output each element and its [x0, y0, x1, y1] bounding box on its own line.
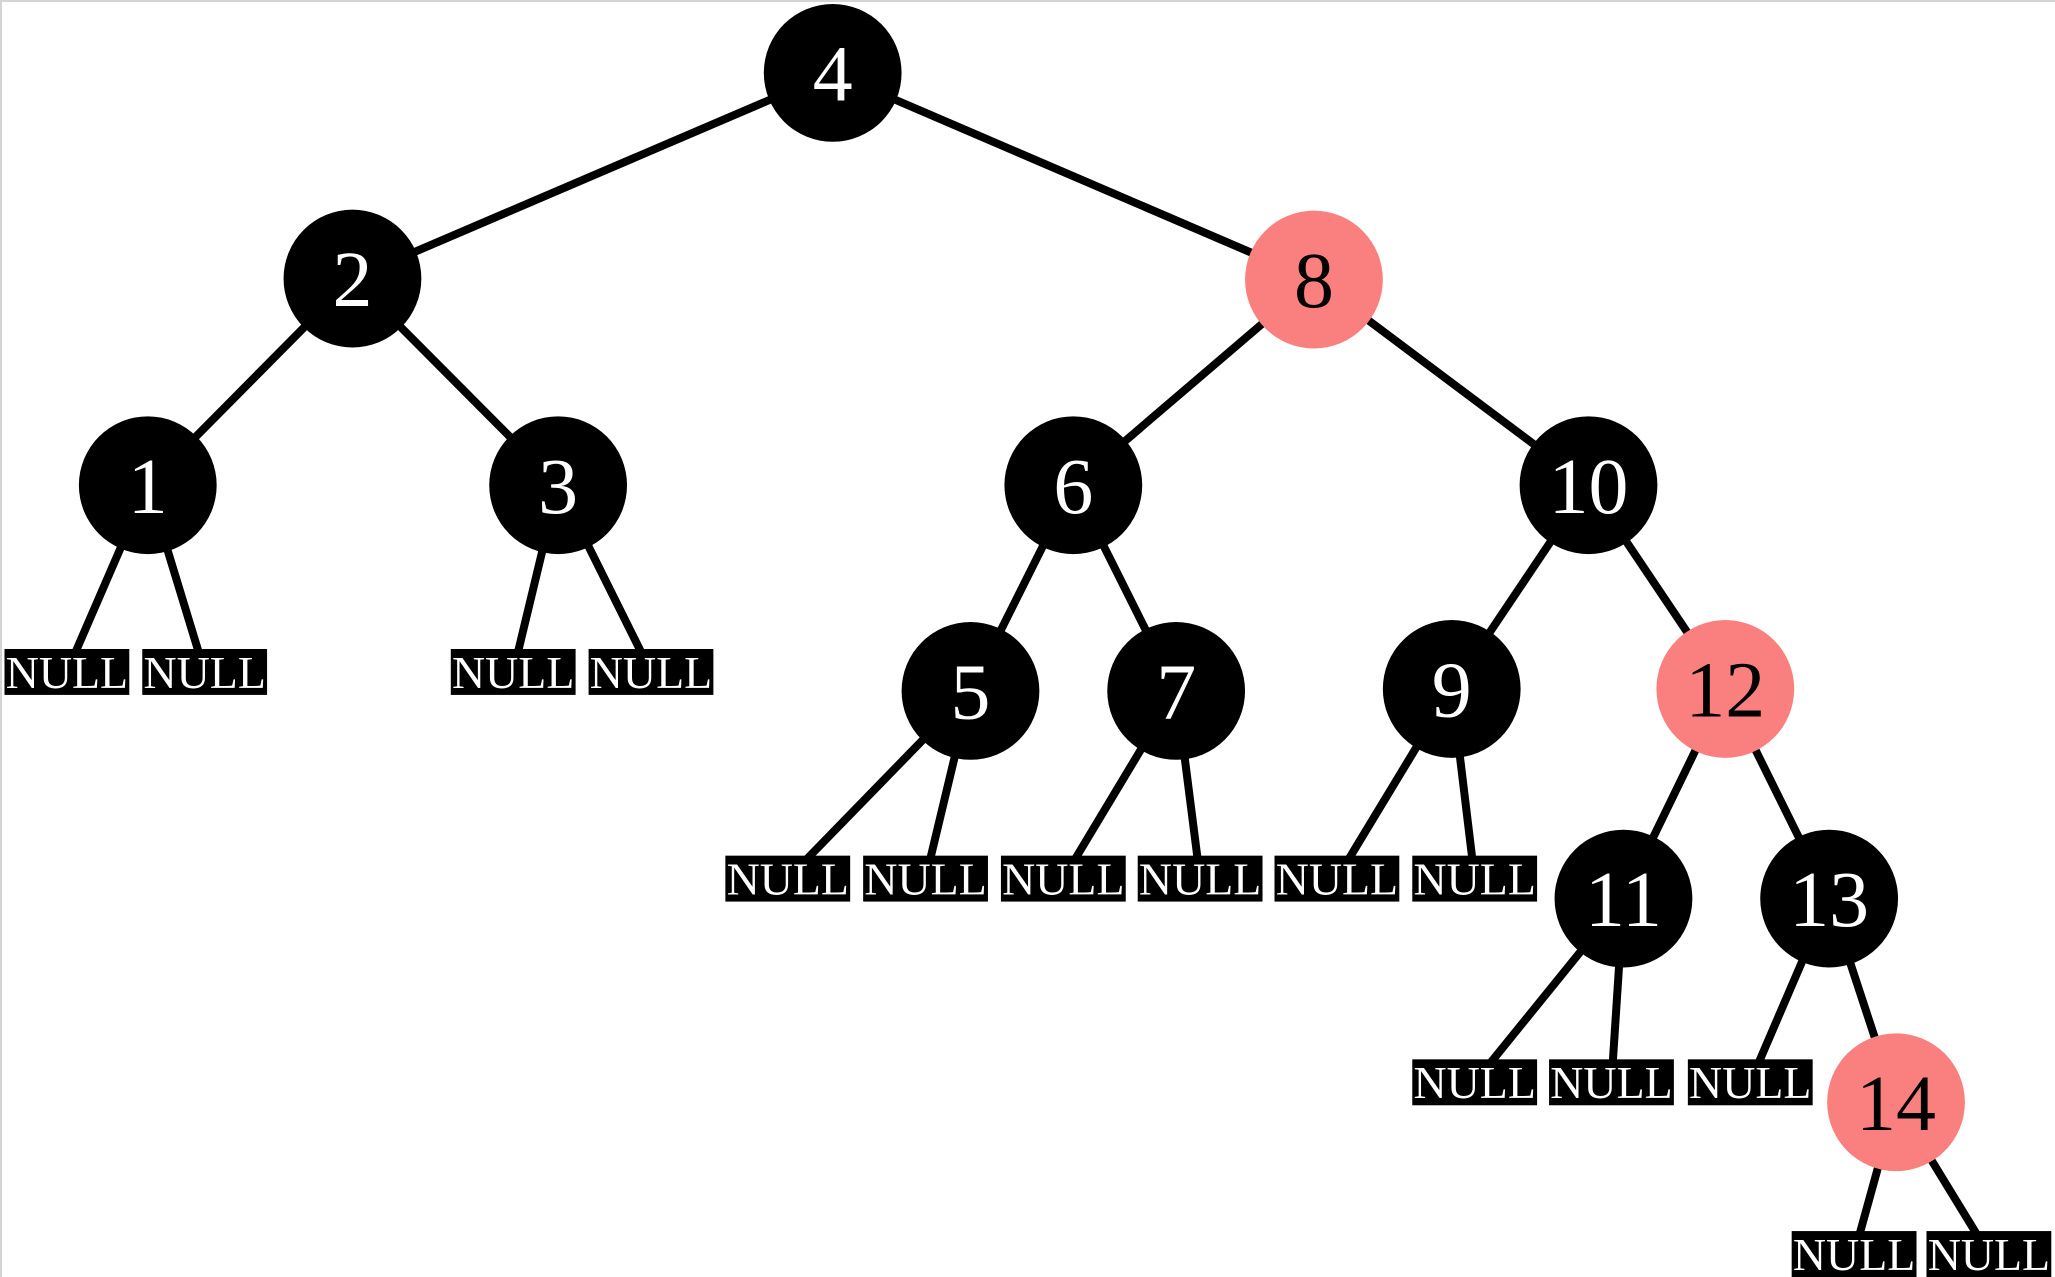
- null-leaf-null-3-right: NULL: [588, 647, 714, 698]
- edge-4-8: [831, 69, 1316, 284]
- tree-node-12: 12: [1656, 620, 1795, 758]
- null-label-null-3-right: NULL: [590, 647, 712, 698]
- null-label-null-11-left: NULL: [1413, 1057, 1535, 1108]
- null-label-null-3-left: NULL: [452, 647, 574, 698]
- node-label-5: 5: [951, 648, 991, 736]
- node-label-2: 2: [332, 236, 372, 324]
- tree-node-11: 11: [1554, 829, 1693, 968]
- red-node-circle-12: [1656, 620, 1795, 758]
- null-leaf-null-14-left: NULL: [1791, 1229, 1917, 1277]
- null-leaf-null-13-left: NULL: [1687, 1057, 1813, 1108]
- black-node-circle-4: [763, 3, 902, 142]
- node-label-7: 7: [1156, 648, 1196, 736]
- null-label-null-5-right: NULL: [864, 853, 986, 904]
- null-label-null-9-left: NULL: [1276, 853, 1398, 904]
- null-label-null-7-right: NULL: [1139, 853, 1261, 904]
- black-node-circle-2: [283, 209, 422, 348]
- null-leaf-null-11-right: NULL: [1549, 1057, 1674, 1108]
- node-label-3: 3: [538, 443, 578, 531]
- null-box-null-1-right: [142, 648, 268, 695]
- null-box-null-3-right: [588, 648, 714, 695]
- null-box-null-14-right: [1926, 1231, 2052, 1277]
- null-box-null-3-left: [450, 648, 576, 695]
- node-label-10: 10: [1549, 443, 1629, 531]
- node-label-9: 9: [1432, 646, 1472, 734]
- null-leaf-null-9-left: NULL: [1274, 853, 1400, 904]
- tree-node-7: 7: [1107, 622, 1246, 760]
- null-leaf-null-3-left: NULL: [450, 647, 576, 698]
- null-leaf-null-11-left: NULL: [1412, 1057, 1538, 1108]
- null-box-null-7-left: [1000, 855, 1126, 902]
- node-label-14: 14: [1856, 1060, 1936, 1148]
- black-node-circle-10: [1519, 416, 1658, 555]
- null-label-null-13-left: NULL: [1689, 1057, 1811, 1108]
- null-label-null-14-right: NULL: [1928, 1229, 2050, 1277]
- null-box-null-11-right: [1549, 1059, 1674, 1106]
- null-leaf-null-5-right: NULL: [863, 853, 988, 904]
- black-node-circle-11: [1554, 829, 1693, 968]
- tree-node-13: 13: [1760, 829, 1899, 968]
- node-label-11: 11: [1585, 856, 1662, 944]
- tree-node-3: 3: [489, 416, 628, 555]
- null-label-null-5-left: NULL: [727, 853, 849, 904]
- null-label-null-7-left: NULL: [1002, 853, 1124, 904]
- tree-node-10: 10: [1519, 416, 1658, 555]
- null-leaf-null-14-right: NULL: [1926, 1229, 2052, 1277]
- null-leaf-null-1-right: NULL: [142, 647, 268, 698]
- null-box-null-7-right: [1137, 855, 1263, 902]
- black-node-circle-7: [1107, 622, 1246, 760]
- node-label-4: 4: [813, 30, 853, 118]
- black-node-circle-9: [1382, 620, 1521, 758]
- black-node-circle-5: [901, 622, 1040, 760]
- null-leaf-null-5-left: NULL: [725, 853, 851, 904]
- tree-node-4: 4: [763, 3, 902, 142]
- black-node-circle-6: [1004, 416, 1143, 555]
- black-node-circle-1: [78, 416, 217, 555]
- node-label-12: 12: [1685, 646, 1765, 734]
- null-leaf-null-7-left: NULL: [1000, 853, 1126, 904]
- null-box-null-5-left: [725, 855, 851, 902]
- black-node-circle-3: [489, 416, 628, 555]
- node-label-13: 13: [1789, 856, 1869, 944]
- null-label-null-1-right: NULL: [143, 647, 265, 698]
- red-node-circle-8: [1245, 210, 1383, 349]
- null-leaf-null-7-right: NULL: [1137, 853, 1263, 904]
- tree-node-14: 14: [1827, 1033, 1965, 1172]
- tree-node-6: 6: [1004, 416, 1143, 555]
- null-label-null-1-left: NULL: [6, 647, 128, 698]
- null-box-null-9-left: [1274, 855, 1400, 902]
- null-leaf-null-9-right: NULL: [1412, 853, 1538, 904]
- tree-node-1: 1: [78, 416, 217, 555]
- node-label-8: 8: [1294, 237, 1334, 325]
- null-leaf-null-1-left: NULL: [4, 647, 130, 698]
- null-box-null-11-left: [1412, 1059, 1538, 1106]
- null-box-null-5-right: [863, 855, 988, 902]
- null-label-null-11-right: NULL: [1550, 1057, 1672, 1108]
- node-label-6: 6: [1053, 443, 1093, 531]
- red-node-circle-14: [1827, 1033, 1965, 1172]
- null-label-null-14-left: NULL: [1793, 1229, 1915, 1277]
- tree-node-8: 8: [1245, 210, 1383, 349]
- tree-node-2: 2: [283, 209, 422, 348]
- null-box-null-9-right: [1412, 855, 1538, 902]
- null-box-null-13-left: [1687, 1059, 1813, 1106]
- null-box-null-14-left: [1791, 1231, 1917, 1277]
- null-box-null-1-left: [4, 648, 130, 695]
- tree-node-5: 5: [901, 622, 1040, 760]
- edge-4-2: [350, 69, 835, 283]
- tree-node-9: 9: [1382, 620, 1521, 758]
- black-node-circle-13: [1760, 829, 1899, 968]
- node-label-1: 1: [128, 443, 168, 531]
- null-label-null-9-right: NULL: [1413, 853, 1535, 904]
